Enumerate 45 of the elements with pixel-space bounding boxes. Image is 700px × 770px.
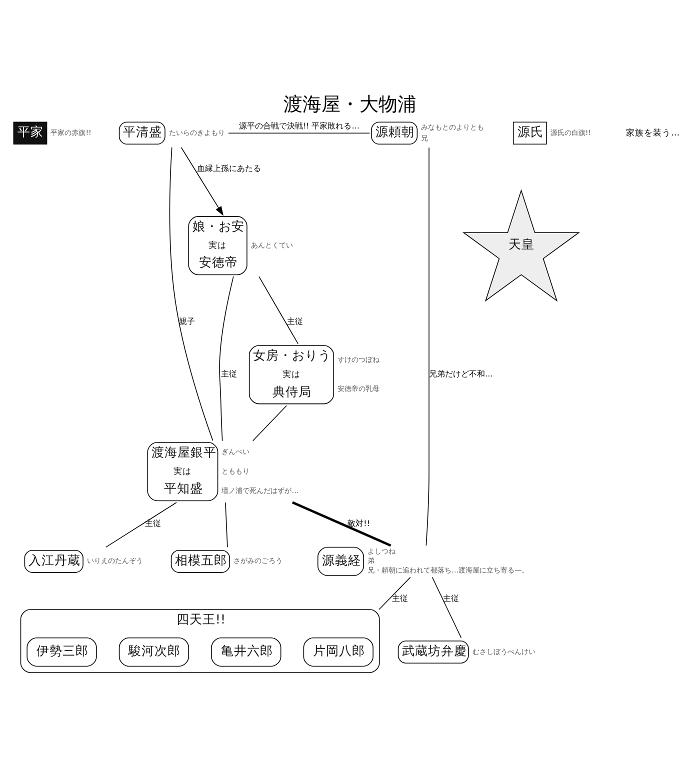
edge-label: 主従 xyxy=(220,369,237,378)
edge-label: 主従 xyxy=(287,316,304,326)
edge-label: 主従 xyxy=(392,593,408,602)
connector xyxy=(228,132,370,134)
node-box: 片岡八郎 xyxy=(303,636,374,666)
edge-label: 親子 xyxy=(179,316,196,326)
diagram-title: 渡海屋・大物浦 xyxy=(284,92,416,115)
connector xyxy=(219,276,234,441)
edge-label: 兄弟だけど不和… xyxy=(428,369,493,378)
connector xyxy=(292,500,392,546)
node-box: 伊勢三郎 xyxy=(26,636,97,666)
node-label: いりえのたんぞう xyxy=(86,556,143,565)
node-label: あんとくてい xyxy=(250,240,293,249)
connector xyxy=(426,146,430,546)
node-label: 兄・頼朝に追われて都落ち…渡海屋に立ち寄る—。 xyxy=(368,565,529,574)
connector xyxy=(378,576,411,610)
node-label: 兄 xyxy=(421,132,428,142)
connector xyxy=(225,502,228,548)
node-label: たいらのきよもり xyxy=(168,127,225,136)
connector xyxy=(169,146,214,440)
edge-label: 主従 xyxy=(145,518,162,528)
edge-label: 源平の合戦で決戦!! 平家敗れる… xyxy=(238,120,360,130)
connector xyxy=(432,576,462,638)
node-label: ぎんぺい xyxy=(222,446,250,456)
node-label: 平家の赤旗!! xyxy=(50,127,92,136)
node-label: むさしぼうべんけい xyxy=(472,646,536,656)
node-label: よしつね xyxy=(368,546,396,556)
connector xyxy=(252,404,287,441)
edge-label: 敵対!! xyxy=(348,518,370,528)
edge-label: 主従 xyxy=(443,593,460,602)
label: 家族を装う… xyxy=(626,128,680,138)
node-label: とももり xyxy=(222,466,250,476)
node-box: 亀井六郎 xyxy=(211,636,282,666)
node-label: さがみのごろう xyxy=(234,556,283,565)
node-label: みなもとのよりとも xyxy=(421,122,484,131)
connector xyxy=(106,502,177,548)
node-box: 駿河次郎 xyxy=(118,636,190,666)
node-label: 弟 xyxy=(368,556,375,565)
edge-label: 血縁上孫にあたる xyxy=(196,163,261,172)
connector xyxy=(258,276,298,344)
node-label: 安徳帝の乳母 xyxy=(338,383,380,392)
arrow xyxy=(180,146,224,216)
node-label: すけのつぼね xyxy=(338,354,380,364)
node-label: 壇ノ浦で死んだはずが… xyxy=(222,486,299,495)
node-label: 源氏の白旗!! xyxy=(550,127,592,136)
